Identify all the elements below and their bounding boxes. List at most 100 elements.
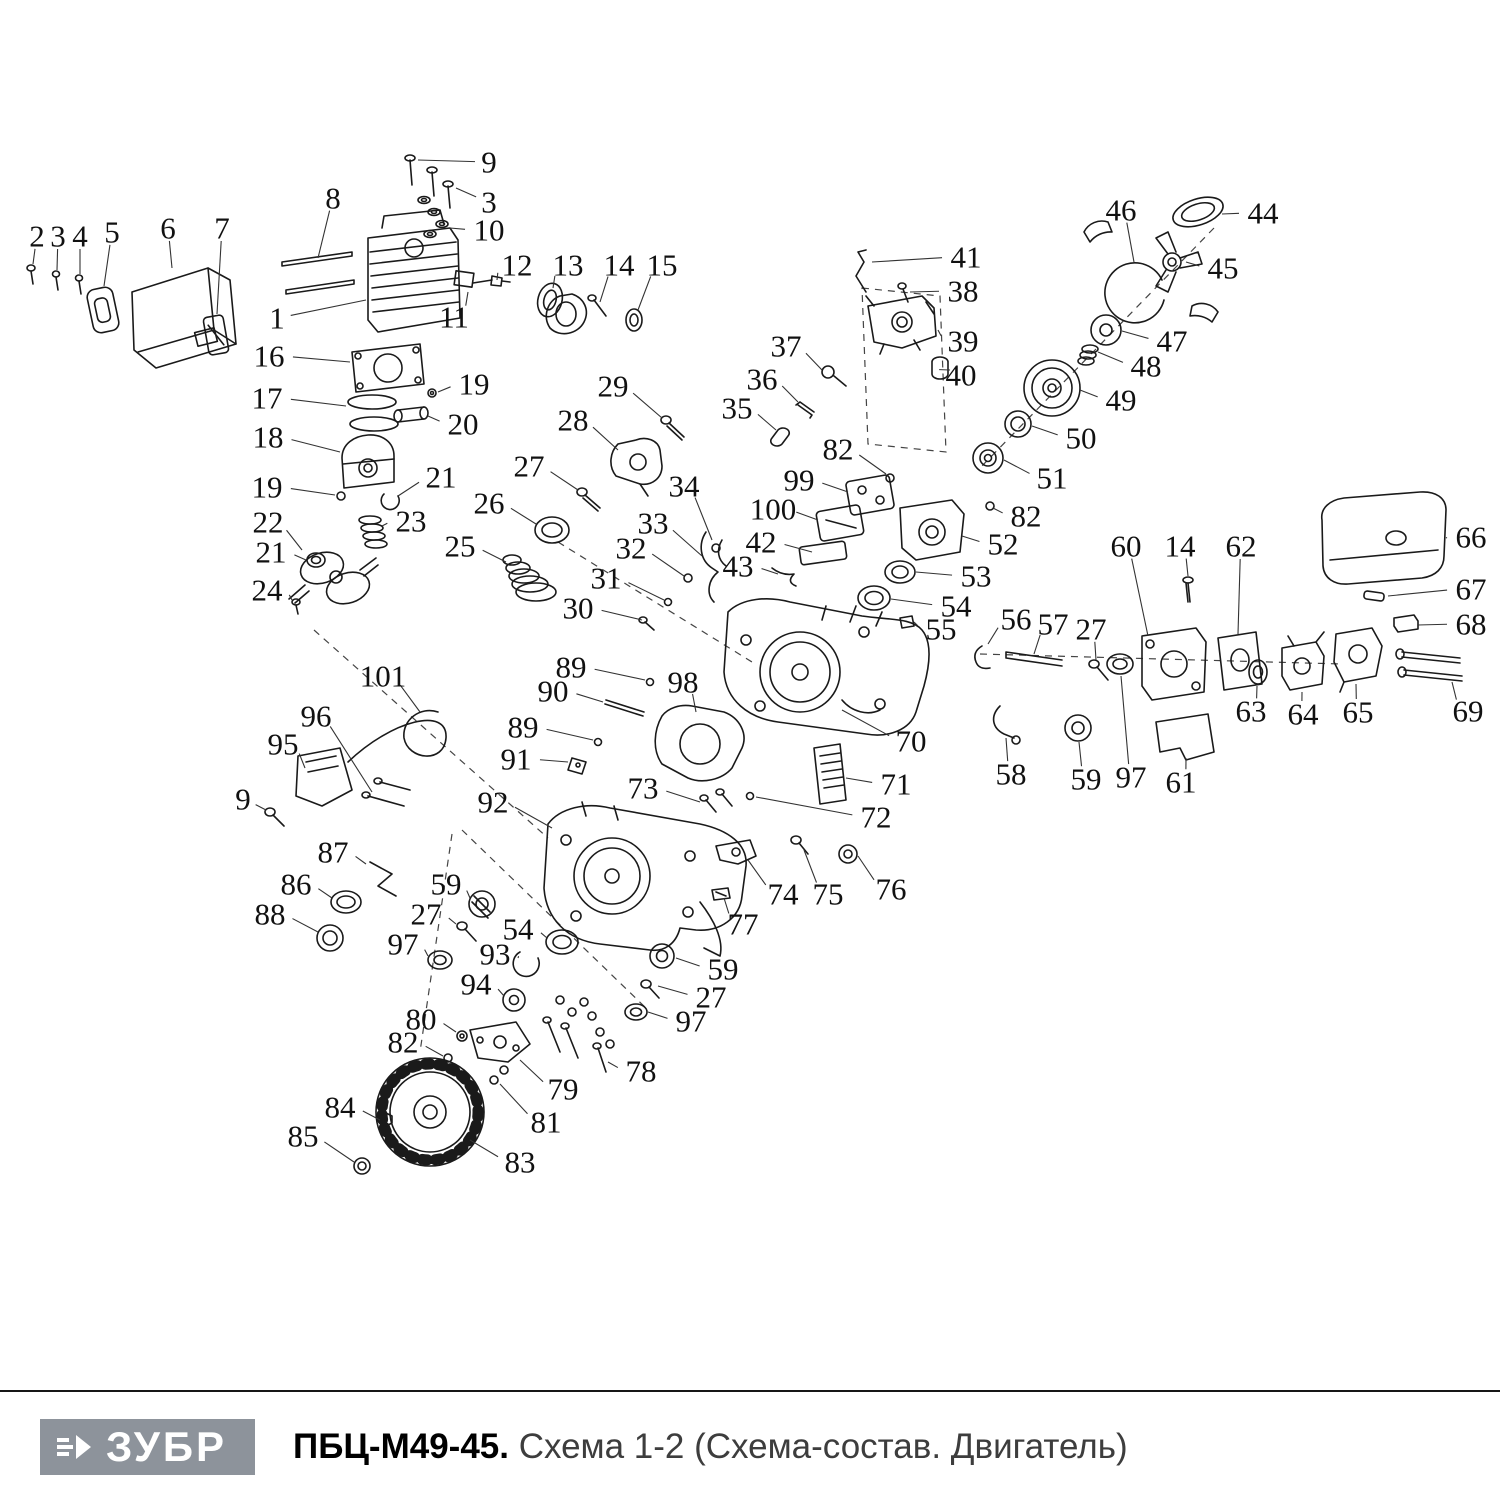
part-number-23: 23 (396, 506, 427, 537)
part-number-64: 64 (1288, 699, 1319, 730)
part-number-76: 76 (876, 874, 907, 905)
part-number-86: 86 (281, 869, 312, 900)
document-title: ПБЦ-М49-45. Схема 1-2 (Схема-состав. Дви… (293, 1427, 1128, 1467)
part-number-9: 9 (481, 147, 497, 178)
part-number-57: 57 (1038, 609, 1069, 640)
part-number-25: 25 (445, 531, 476, 562)
part-number-34: 34 (669, 471, 700, 502)
part-number-96: 96 (301, 701, 332, 732)
part-number-45: 45 (1208, 253, 1239, 284)
part-number-87: 87 (318, 837, 349, 868)
part-number-89: 89 (508, 712, 539, 743)
part-number-9: 9 (235, 784, 251, 815)
part-number-13: 13 (553, 250, 584, 281)
part-number-61: 61 (1166, 767, 1197, 798)
part-number-88: 88 (255, 899, 286, 930)
part-number-97: 97 (388, 929, 419, 960)
part-number-94: 94 (461, 969, 492, 1000)
part-number-39: 39 (948, 326, 979, 357)
part-number-27: 27 (1076, 614, 1107, 645)
part-number-91: 91 (501, 744, 532, 775)
part-number-84: 84 (325, 1092, 356, 1123)
part-number-90: 90 (538, 676, 569, 707)
part-number-72: 72 (861, 802, 892, 833)
part-number-100: 100 (750, 494, 797, 525)
part-number-97: 97 (1116, 762, 1147, 793)
part-number-70: 70 (896, 726, 927, 757)
part-number-14: 14 (604, 250, 635, 281)
part-number-2: 2 (29, 221, 45, 252)
part-number-18: 18 (253, 422, 284, 453)
part-number-4: 4 (72, 221, 88, 252)
part-number-11: 11 (439, 302, 469, 333)
part-number-60: 60 (1111, 531, 1142, 562)
document-code: ПБЦ-М49-45. (293, 1427, 509, 1466)
part-number-77: 77 (728, 909, 759, 940)
part-number-78: 78 (626, 1056, 657, 1087)
part-number-27: 27 (514, 451, 545, 482)
part-number-79: 79 (548, 1074, 579, 1105)
part-number-81: 81 (531, 1107, 562, 1138)
part-number-59: 59 (431, 869, 462, 900)
part-number-6: 6 (160, 213, 176, 244)
part-number-24: 24 (252, 575, 283, 606)
part-number-93: 93 (480, 939, 511, 970)
part-number-26: 26 (474, 488, 505, 519)
part-number-19: 19 (459, 369, 490, 400)
part-number-44: 44 (1248, 198, 1279, 229)
part-number-38: 38 (948, 276, 979, 307)
part-number-21: 21 (256, 537, 287, 568)
part-number-62: 62 (1226, 531, 1257, 562)
part-number-51: 51 (1037, 463, 1068, 494)
part-number-52: 52 (988, 529, 1019, 560)
part-number-43: 43 (723, 551, 754, 582)
part-number-22: 22 (253, 507, 284, 538)
part-number-30: 30 (563, 593, 594, 624)
part-number-15: 15 (647, 250, 678, 281)
part-number-98: 98 (668, 667, 699, 698)
part-number-36: 36 (747, 364, 778, 395)
part-number-40: 40 (946, 360, 977, 391)
part-number-67: 67 (1456, 574, 1487, 605)
part-number-71: 71 (881, 769, 912, 800)
part-number-74: 74 (768, 879, 799, 910)
part-number-97: 97 (676, 1006, 707, 1037)
part-number-53: 53 (961, 561, 992, 592)
part-number-75: 75 (813, 879, 844, 910)
part-number-50: 50 (1066, 423, 1097, 454)
part-number-56: 56 (1001, 604, 1032, 635)
part-number-65: 65 (1343, 697, 1374, 728)
part-number-29: 29 (598, 371, 629, 402)
part-number-20: 20 (448, 409, 479, 440)
part-number-17: 17 (252, 383, 283, 414)
document-subtitle: Схема 1-2 (Схема-состав. Двигатель) (509, 1427, 1128, 1466)
part-number-31: 31 (591, 563, 622, 594)
part-number-59: 59 (1071, 764, 1102, 795)
part-number-73: 73 (628, 773, 659, 804)
part-number-32: 32 (616, 533, 647, 564)
part-number-92: 92 (478, 787, 509, 818)
part-number-27: 27 (411, 899, 442, 930)
part-number-46: 46 (1106, 195, 1137, 226)
part-number-55: 55 (926, 614, 957, 645)
part-number-16: 16 (254, 341, 285, 372)
part-number-82: 82 (823, 434, 854, 465)
part-number-14: 14 (1165, 531, 1196, 562)
part-number-95: 95 (268, 729, 299, 760)
part-number-48: 48 (1131, 351, 1162, 382)
part-number-19: 19 (252, 472, 283, 503)
brand-logo: ЗУБР (40, 1419, 255, 1475)
part-number-3: 3 (50, 221, 66, 252)
part-number-49: 49 (1106, 385, 1137, 416)
part-number-68: 68 (1456, 609, 1487, 640)
part-number-5: 5 (104, 217, 120, 248)
part-number-7: 7 (214, 213, 230, 244)
part-number-10: 10 (474, 215, 505, 246)
part-number-63: 63 (1236, 696, 1267, 727)
brand-name: ЗУБР (106, 1423, 227, 1471)
part-number-83: 83 (505, 1147, 536, 1178)
brand-arrow-icon (54, 1427, 94, 1467)
part-number-28: 28 (558, 405, 589, 436)
